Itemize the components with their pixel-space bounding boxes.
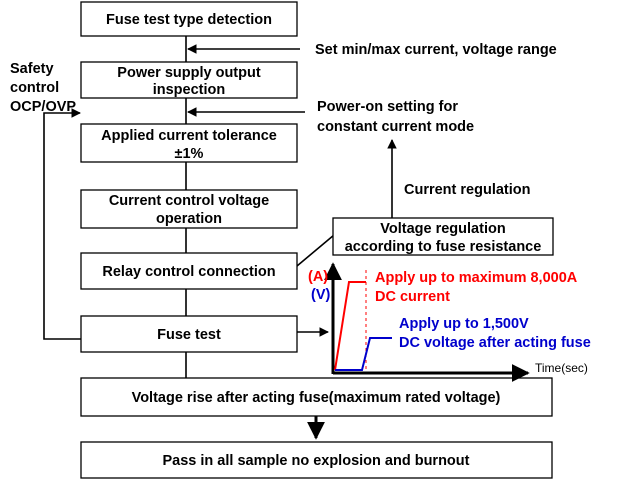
power-on-note-line1: Power-on setting for: [317, 99, 458, 115]
step-fuse-test-type-detection: Fuse test type detection: [80, 1, 298, 37]
step8-label: Pass in all sample no explosion and burn…: [163, 453, 470, 469]
relay-to-regulation-link: [296, 234, 335, 267]
step4-label-line2: operation: [156, 211, 222, 227]
time-axis-label: Time(sec): [535, 361, 588, 375]
fuse-test-graph: (A) (V) Time(sec) Apply up to maximum 8,…: [308, 262, 591, 382]
step2-label-line1: Power supply output: [117, 65, 261, 81]
step7-label: Voltage rise after acting fuse(maximum r…: [132, 390, 501, 406]
voltage-note-line1: Apply up to 1,500V: [399, 316, 529, 332]
voltage-regulation-line2: according to fuse resistance: [345, 239, 542, 255]
current-note-line2: DC current: [375, 289, 450, 305]
step6-label: Fuse test: [157, 327, 221, 343]
step5-label: Relay control connection: [102, 264, 275, 280]
step-fuse-test: Fuse test: [80, 315, 298, 353]
voltage-regulation-line1: Voltage regulation: [380, 221, 505, 237]
current-curve: [334, 281, 366, 371]
step4-label-line1: Current control voltage: [109, 193, 269, 209]
step1-label: Fuse test type detection: [106, 12, 272, 28]
volts-axis-label: (V): [311, 287, 331, 303]
safety-label-line1: Safety: [10, 61, 54, 77]
safety-label-line2: control: [10, 80, 59, 96]
step3-label-line2: ±1%: [175, 146, 204, 162]
step-power-supply-output-inspection: Power supply output inspection: [80, 61, 298, 99]
current-note-line1: Apply up to maximum 8,000A: [375, 270, 578, 286]
safety-feedback-loop: [43, 108, 81, 340]
step2-label-line2: inspection: [153, 82, 226, 98]
current-regulation-label: Current regulation: [404, 182, 530, 198]
amps-axis-label: (A): [308, 269, 328, 285]
step-voltage-rise: Voltage rise after acting fuse(maximum r…: [80, 377, 553, 417]
voltage-regulation-box: Voltage regulation according to fuse res…: [332, 217, 554, 256]
step3-label-line1: Applied current tolerance: [101, 128, 277, 144]
voltage-curve: [335, 337, 392, 371]
voltage-note-line2: DC voltage after acting fuse: [399, 335, 591, 351]
step-current-control-voltage-operation: Current control voltage operation: [80, 189, 298, 229]
step-applied-current-tolerance: Applied current tolerance ±1%: [80, 123, 298, 163]
power-on-note-line2: constant current mode: [317, 119, 474, 135]
step-pass-all-samples: Pass in all sample no explosion and burn…: [80, 441, 553, 479]
safety-label-line3: OCP/OVP: [10, 99, 76, 115]
min-max-note: Set min/max current, voltage range: [315, 42, 557, 58]
step-relay-control-connection: Relay control connection: [80, 252, 298, 290]
